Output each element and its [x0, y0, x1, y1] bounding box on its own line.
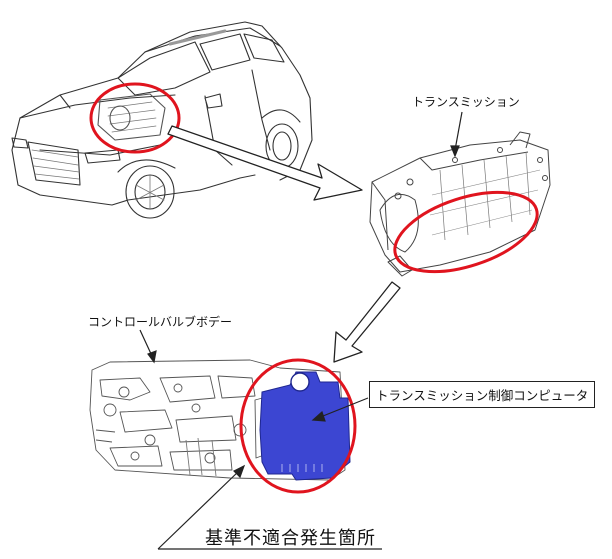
transmission-illustration — [369, 131, 551, 277]
transmission-highlight-circle — [393, 190, 539, 274]
tcu-connector — [290, 372, 310, 392]
arrow-transmission-to-valve-body — [333, 281, 401, 363]
tcu-highlight-circle — [239, 358, 357, 494]
control-valve-body-label: コントロールバルブボデー — [88, 315, 233, 329]
arrow-car-to-transmission — [167, 125, 363, 201]
tcu-pins — [281, 464, 323, 472]
tcu-label: トランスミッション制御コンピュータ — [369, 381, 596, 408]
vehicle-illustration — [11, 21, 313, 219]
defect-location-label: 基準不適合発生箇所 — [205, 528, 376, 549]
defect-label-pointer — [157, 464, 382, 550]
valve-body-label-pointer — [139, 329, 157, 364]
car-highlight-circle — [89, 82, 181, 154]
tcu-shape — [259, 371, 351, 481]
transmission-label-pointer — [450, 111, 463, 158]
tcu-label-pointer — [311, 397, 369, 422]
transmission-label: トランスミッション — [412, 95, 520, 109]
